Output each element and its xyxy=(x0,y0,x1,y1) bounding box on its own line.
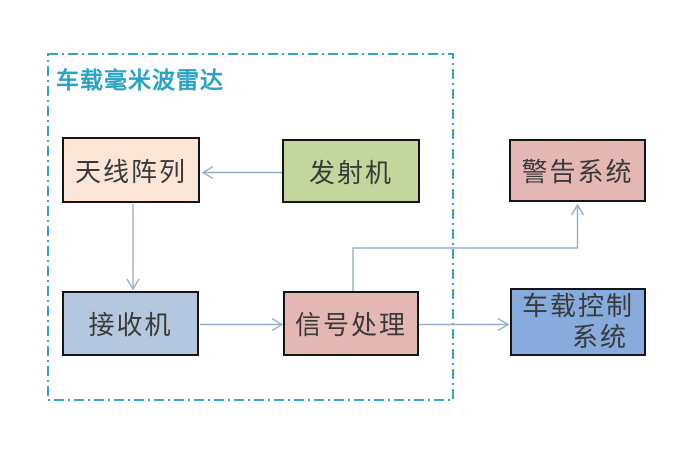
node-signal-processing-label: 信号处理 xyxy=(294,311,407,340)
radar-group-title: 车载毫米波雷达 xyxy=(56,68,224,93)
node-vehicle-control-system: 车载控制 系统 xyxy=(510,288,646,356)
edge-signal-to-warning-arrow xyxy=(352,203,585,291)
node-vehicle-control-system-label-line1: 车载控制 xyxy=(521,292,634,321)
node-receiver-label: 接收机 xyxy=(88,311,173,340)
node-antenna-array: 天线阵列 xyxy=(62,137,200,203)
node-warning-system: 警告系统 xyxy=(509,139,646,202)
node-signal-processing: 信号处理 xyxy=(283,291,419,356)
node-antenna-array-label: 天线阵列 xyxy=(74,157,187,187)
node-transmitter-label: 发射机 xyxy=(308,158,393,188)
node-vehicle-control-system-label-line2: 系统 xyxy=(571,323,628,352)
node-transmitter: 发射机 xyxy=(282,139,420,203)
node-warning-system-label: 警告系统 xyxy=(521,158,634,187)
node-receiver: 接收机 xyxy=(62,291,199,356)
radar-group-boundary xyxy=(47,53,454,401)
